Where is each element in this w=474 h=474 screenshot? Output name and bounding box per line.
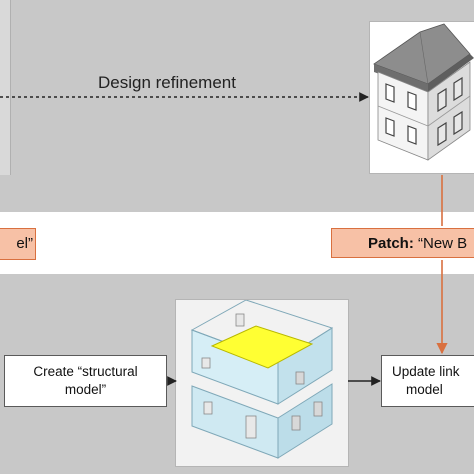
update-linked-model-box: Update link model bbox=[381, 355, 474, 407]
model-tag-left-text: el” bbox=[16, 235, 33, 252]
house-model-image bbox=[373, 23, 474, 161]
structural-model-thumbnail bbox=[176, 299, 348, 466]
create-box-line2: model” bbox=[64, 382, 107, 397]
patch-tag: Patch: “New B bbox=[331, 228, 474, 258]
create-box-line1: Create “structural bbox=[33, 364, 138, 379]
update-box-line2: model bbox=[406, 382, 443, 397]
refined-house-thumbnail bbox=[370, 22, 474, 173]
design-refinement-label: Design refinement bbox=[98, 73, 236, 92]
create-structural-model-box: Create “structural model” bbox=[4, 355, 167, 407]
left-panel-edge bbox=[0, 0, 11, 175]
update-box-line1: Update link bbox=[392, 364, 460, 379]
patch-tag-text: “New B bbox=[413, 235, 468, 252]
patch-tag-keyword: Patch: bbox=[368, 235, 414, 252]
structural-model-image bbox=[190, 299, 334, 459]
model-tag-left: el” bbox=[0, 228, 36, 260]
